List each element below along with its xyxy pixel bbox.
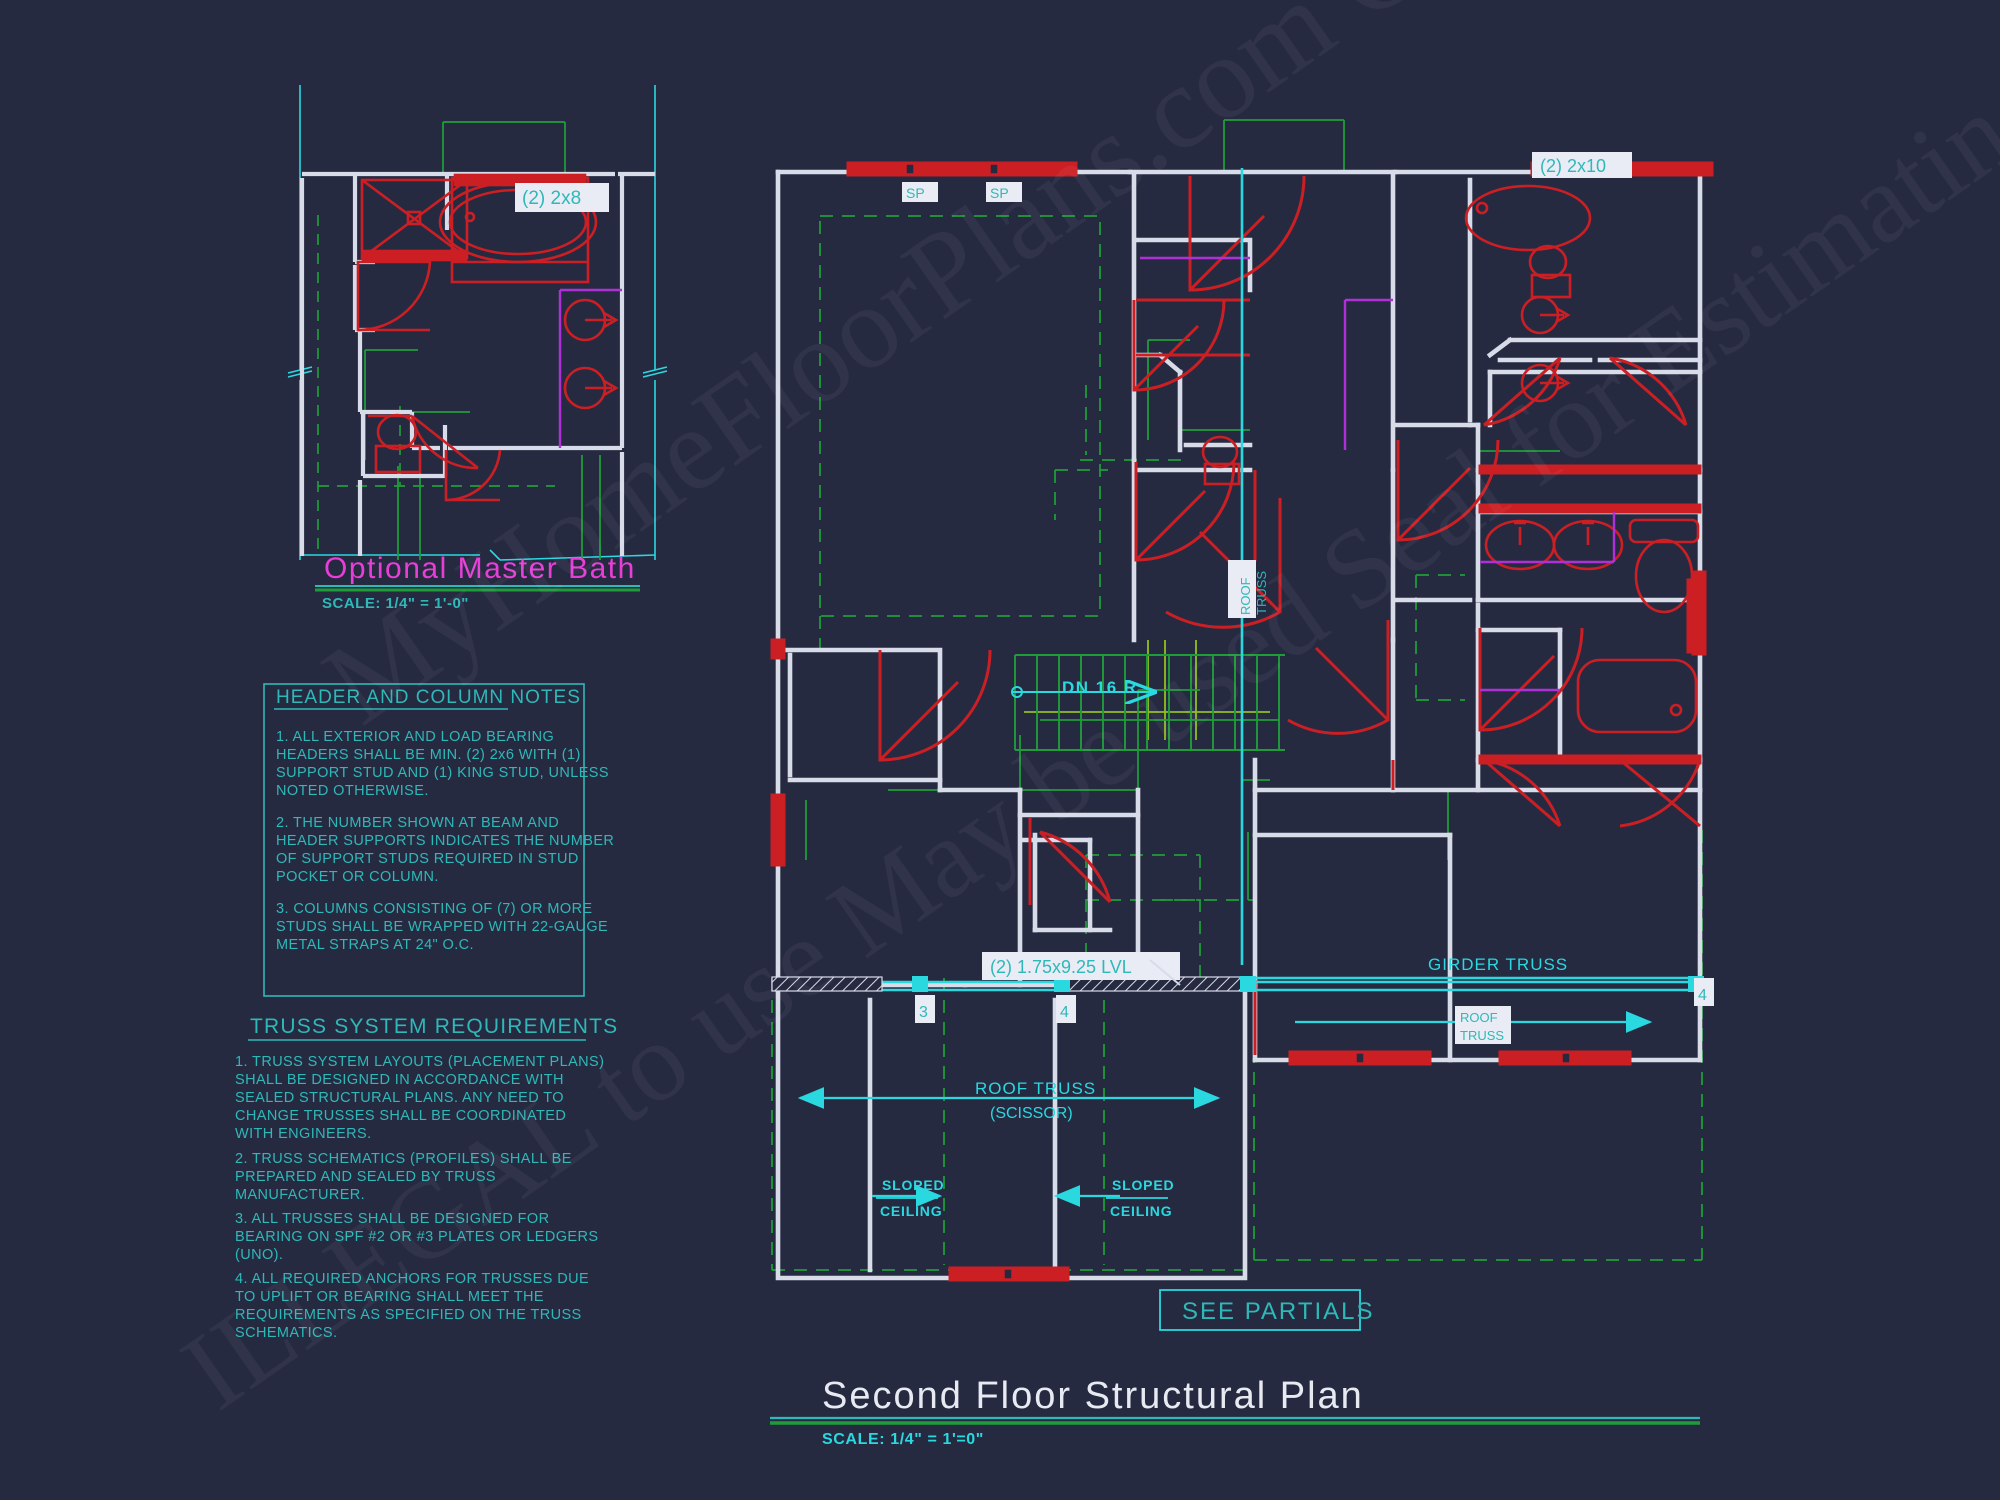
note-line: HEADERS SHALL BE MIN. (2) 2x6 WITH (1) [276,747,581,763]
callout-roof-truss-2: TRUSS [1460,1028,1504,1043]
plan-label-plates [902,152,1714,1044]
note-line: 4. ALL REQUIRED ANCHORS FOR TRUSSES DUE [235,1271,589,1287]
note-line: TO UPLIFT OR BEARING SHALL MEET THE [235,1289,544,1305]
note-line: POCKET OR COLUMN. [276,869,439,885]
detail-violet-counter [558,288,622,448]
callout-roof-truss-1: ROOF [1460,1010,1498,1025]
note-line: WITH ENGINEERS. [235,1126,372,1142]
note-line: PREPARED AND SEALED BY TRUSS [235,1169,496,1185]
column-tag-3: 3 [919,1004,928,1021]
note-line: 2. TRUSS SCHEMATICS (PROFILES) SHALL BE [235,1151,572,1167]
detail-scale: SCALE: 1/4" = 1'-0" [322,595,469,612]
note-line: CHANGE TRUSSES SHALL BE COORDINATED [235,1108,566,1124]
note-line: 1. ALL EXTERIOR AND LOAD BEARING [276,729,554,745]
beam-label-leader [1149,959,1181,986]
note-line: HEADER SUPPORTS INDICATES THE NUMBER [276,833,614,849]
plan-violet-counters [1140,256,1616,692]
see-partials-label: SEE PARTIALS [1182,1298,1375,1325]
note-line: MANUFACTURER. [235,1187,365,1203]
sloped-ceiling-left-2: CEILING [880,1203,942,1219]
note-line: (UNO). [235,1247,283,1263]
main-title-rules [770,1416,1700,1425]
note-line: 3. ALL TRUSSES SHALL BE DESIGNED FOR [235,1211,549,1227]
sloped-ceiling-left-1: SLOPED [882,1177,944,1193]
main-title: Second Floor Structural Plan [822,1375,1364,1417]
note-line: METAL STRAPS AT 24" O.C. [276,937,474,953]
header-notes-box [263,683,585,997]
sp-tag: SP [906,185,925,201]
see-partials-box [1159,1289,1361,1331]
callout-header-2x8: (2) 2x8 [515,183,609,212]
column-node [1240,976,1256,992]
note-line: 3. COLUMNS CONSISTING OF (7) OR MORE [276,901,593,917]
column-tag-4b: 4 [1698,987,1707,1004]
note-line: 1. TRUSS SYSTEM LAYOUTS (PLACEMENT PLANS… [235,1054,604,1070]
stair-treads [1014,654,1285,751]
column-tag-4: 4 [1060,1004,1069,1021]
note-line: SUPPORT STUD AND (1) KING STUD, UNLESS [276,765,609,781]
note-line: SHALL BE DESIGNED IN ACCORDANCE WITH [235,1072,564,1088]
roof-truss-vertical-label: ROOF TRUSS [1238,571,1269,615]
main-title-scale: SCALE: 1/4" = 1'=0" [822,1431,984,1448]
note-line: REQUIREMENTS AS SPECIFIED ON THE TRUSS [235,1307,582,1323]
callout-roof-truss-scissor-1: ROOF TRUSS [975,1079,1096,1098]
optional-master-bath-detail: (2) 2x8 [287,85,668,561]
truss-notes-heading: TRUSS SYSTEM REQUIREMENTS [250,1015,618,1038]
plan-dashed-zones [771,215,1703,1271]
sloped-ceiling-right-2: CEILING [1110,1203,1172,1219]
detail-fixtures [356,173,619,502]
callout-roof-truss-scissor-2: (SCISSOR) [990,1105,1073,1122]
note-line: STUDS SHALL BE WRAPPED WITH 22-GAUGE [276,919,608,935]
plan-structural-cyan [771,168,1708,1331]
second-floor-structural-plan [770,119,1714,1331]
svg-text:ROOF: ROOF [1238,577,1253,615]
truss-notes-body: 1. TRUSS SYSTEM LAYOUTS (PLACEMENT PLANS… [235,1054,604,1341]
note-line: SCHEMATICS. [235,1325,337,1341]
note-line: OF SUPPORT STUDS REQUIRED IN STUD [276,851,579,867]
note-line: 2. THE NUMBER SHOWN AT BEAM AND [276,815,559,831]
note-line: SEALED STRUCTURAL PLANS. ANY NEED TO [235,1090,564,1106]
detail-title: Optional Master Bath [324,552,636,585]
callout-lvl-beam: (2) 1.75x9.25 LVL [990,957,1132,977]
callout-header-2x10: (2) 2x10 [1540,156,1606,176]
header-notes-heading: HEADER AND COLUMN NOTES [276,687,581,708]
detail-title-rules [315,585,640,592]
sp-tag: SP [990,185,1009,201]
sloped-ceiling-right-1: SLOPED [1112,1177,1174,1193]
note-line: BEARING ON SPF #2 OR #3 PLATES OR LEDGER… [235,1229,598,1245]
note-line: NOTED OTHERWISE. [276,783,429,799]
stair-direction-label: DN 16 R [1062,678,1138,697]
svg-text:TRUSS: TRUSS [1254,571,1269,615]
callout-girder-truss: GIRDER TRUSS [1428,955,1568,974]
column-node [912,976,928,992]
header-notes-body: 1. ALL EXTERIOR AND LOAD BEARING HEADERS… [276,729,614,953]
callout-header-2x8-text: (2) 2x8 [522,188,581,209]
